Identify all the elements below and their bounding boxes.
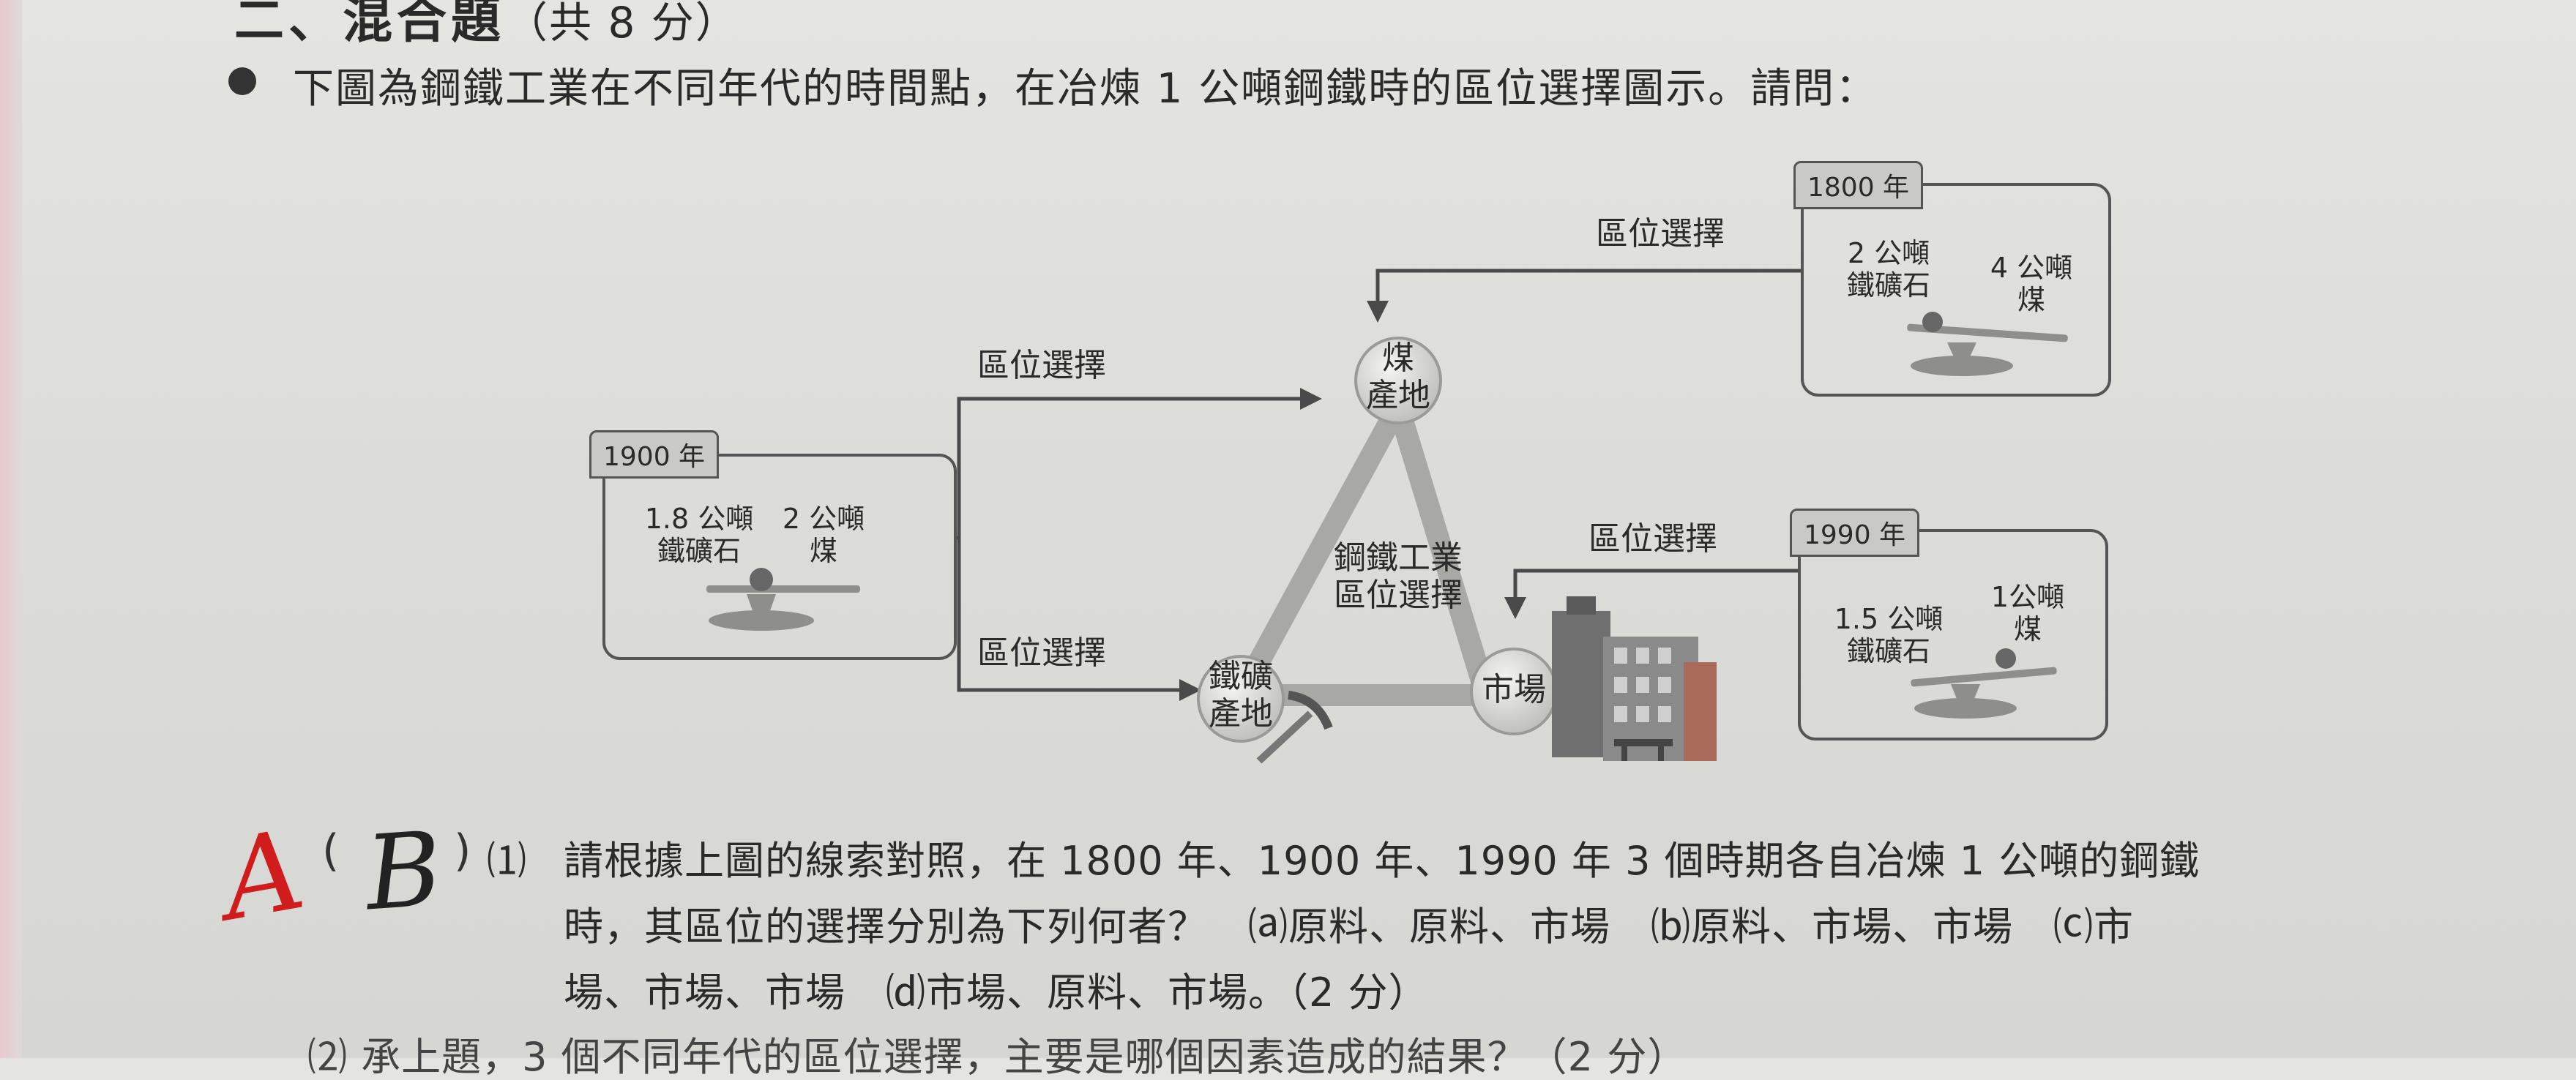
arrow-label-1800: 區位選擇: [1596, 215, 1725, 252]
arrow-1900-coal: [955, 388, 1322, 540]
building-icon: [1552, 596, 1717, 761]
arrow-label-1900-iron: 區位選擇: [977, 634, 1106, 672]
box-1900-coal-amount: 2 公噸: [782, 503, 865, 535]
arrow-label-1900-coal: 區位選擇: [977, 347, 1106, 384]
handwritten-answer: B: [362, 809, 446, 934]
section-title: 二、混合題（共 8 分）: [234, 0, 739, 52]
intro-text: 下圖為鋼鐵工業在不同年代的時間點，在冶煉 1 公噸鋼鐵時的區位選擇圖示。請問：: [293, 65, 1878, 113]
center-label-line2: 區位選擇: [1334, 576, 1463, 614]
box-1990-iron-name: 鐵礦石: [1846, 634, 1930, 667]
center-label-line1: 鋼鐵工業: [1334, 539, 1463, 577]
diagram: [602, 183, 2111, 764]
arrow-1990: [1504, 569, 1801, 619]
node-coal-line1: 煤: [1382, 340, 1414, 377]
section-points: （共 8 分）: [505, 0, 739, 48]
box-1900-coal-name: 煤: [809, 534, 837, 567]
center-label: 鋼鐵工業 區位選擇: [1285, 539, 1512, 614]
section-title-text: 二、混合題: [234, 0, 506, 50]
pickaxe-icon: [1256, 691, 1333, 764]
node-coal-line2: 產地: [1366, 376, 1430, 414]
year-tag-1800: 1800 年: [1793, 161, 1924, 209]
scale-icon-1990: [1911, 648, 2057, 719]
box-1900: [602, 454, 957, 660]
question2-partial: ⑵ 承上題，3 個不同年代的區位選擇，主要是哪個因素造成的結果？（2 分）: [307, 1034, 1688, 1080]
box-1990: [1798, 529, 2108, 740]
box-1990-coal: 1公噸 煤: [1969, 581, 2086, 645]
question1-line2: 時，其區位的選擇分別為下列何者？ ⒜原料、原料、市場 ⒝原料、市場、市場 ⒞市: [564, 904, 2134, 950]
scale-icon-1900: [706, 568, 860, 631]
question1-number: ⑴: [487, 838, 527, 884]
node-iron: [1197, 655, 1285, 743]
box-1900-iron: 1.8 公噸 鐵礦石: [633, 503, 765, 567]
year-tag-1990: 1990 年: [1790, 509, 1920, 557]
triangle-ring: [1230, 395, 1497, 706]
year-tag-1900: 1900 年: [589, 430, 720, 479]
scale-icon-1800: [1907, 312, 2068, 376]
node-coal-label: 煤 產地: [1360, 340, 1436, 414]
box-1990-iron: 1.5 公噸 鐵礦石: [1830, 603, 1947, 667]
box-1990-coal-name: 煤: [2013, 612, 2042, 645]
node-market-label: 市場: [1482, 671, 1546, 708]
box-1800-coal: 4 公噸 煤: [1969, 252, 2094, 316]
bullet-icon: [228, 67, 256, 95]
node-iron-line1: 鐵礦: [1209, 658, 1273, 695]
node-coal: [1354, 337, 1442, 424]
box-1800: [1801, 183, 2111, 397]
answer-paren-close: ): [454, 825, 471, 877]
arrow-label-1990: 區位選擇: [1588, 520, 1717, 558]
box-1900-coal: 2 公噸 煤: [761, 503, 886, 567]
box-1990-coal-amount: 1公噸: [1990, 581, 2065, 613]
question1-line1: 請根據上圖的線索對照，在 1800 年、1900 年、1990 年 3 個時期各…: [564, 838, 2200, 884]
box-1800-coal-name: 煤: [2017, 283, 2045, 316]
box-1900-iron-amount: 1.8 公噸: [644, 503, 754, 535]
box-1800-iron: 2 公噸 鐵礦石: [1830, 237, 1947, 301]
question1-line3: 場、市場、市場 ⒟市場、原料、市場。（2 分）: [564, 970, 1429, 1016]
answer-paren-open: (: [322, 825, 340, 877]
node-iron-line2: 產地: [1209, 694, 1273, 732]
page-edge: [0, 0, 22, 1058]
box-1800-coal-amount: 4 公噸: [1990, 252, 2073, 284]
node-iron-label: 鐵礦 產地: [1203, 658, 1279, 732]
box-1800-iron-name: 鐵礦石: [1846, 269, 1930, 301]
arrow-1800: [1367, 269, 1801, 323]
box-1900-iron-name: 鐵礦石: [657, 534, 741, 567]
box-1990-iron-amount: 1.5 公噸: [1834, 603, 1944, 635]
arrow-1900-iron: [957, 538, 1201, 701]
box-1800-iron-amount: 2 公噸: [1847, 237, 1930, 269]
